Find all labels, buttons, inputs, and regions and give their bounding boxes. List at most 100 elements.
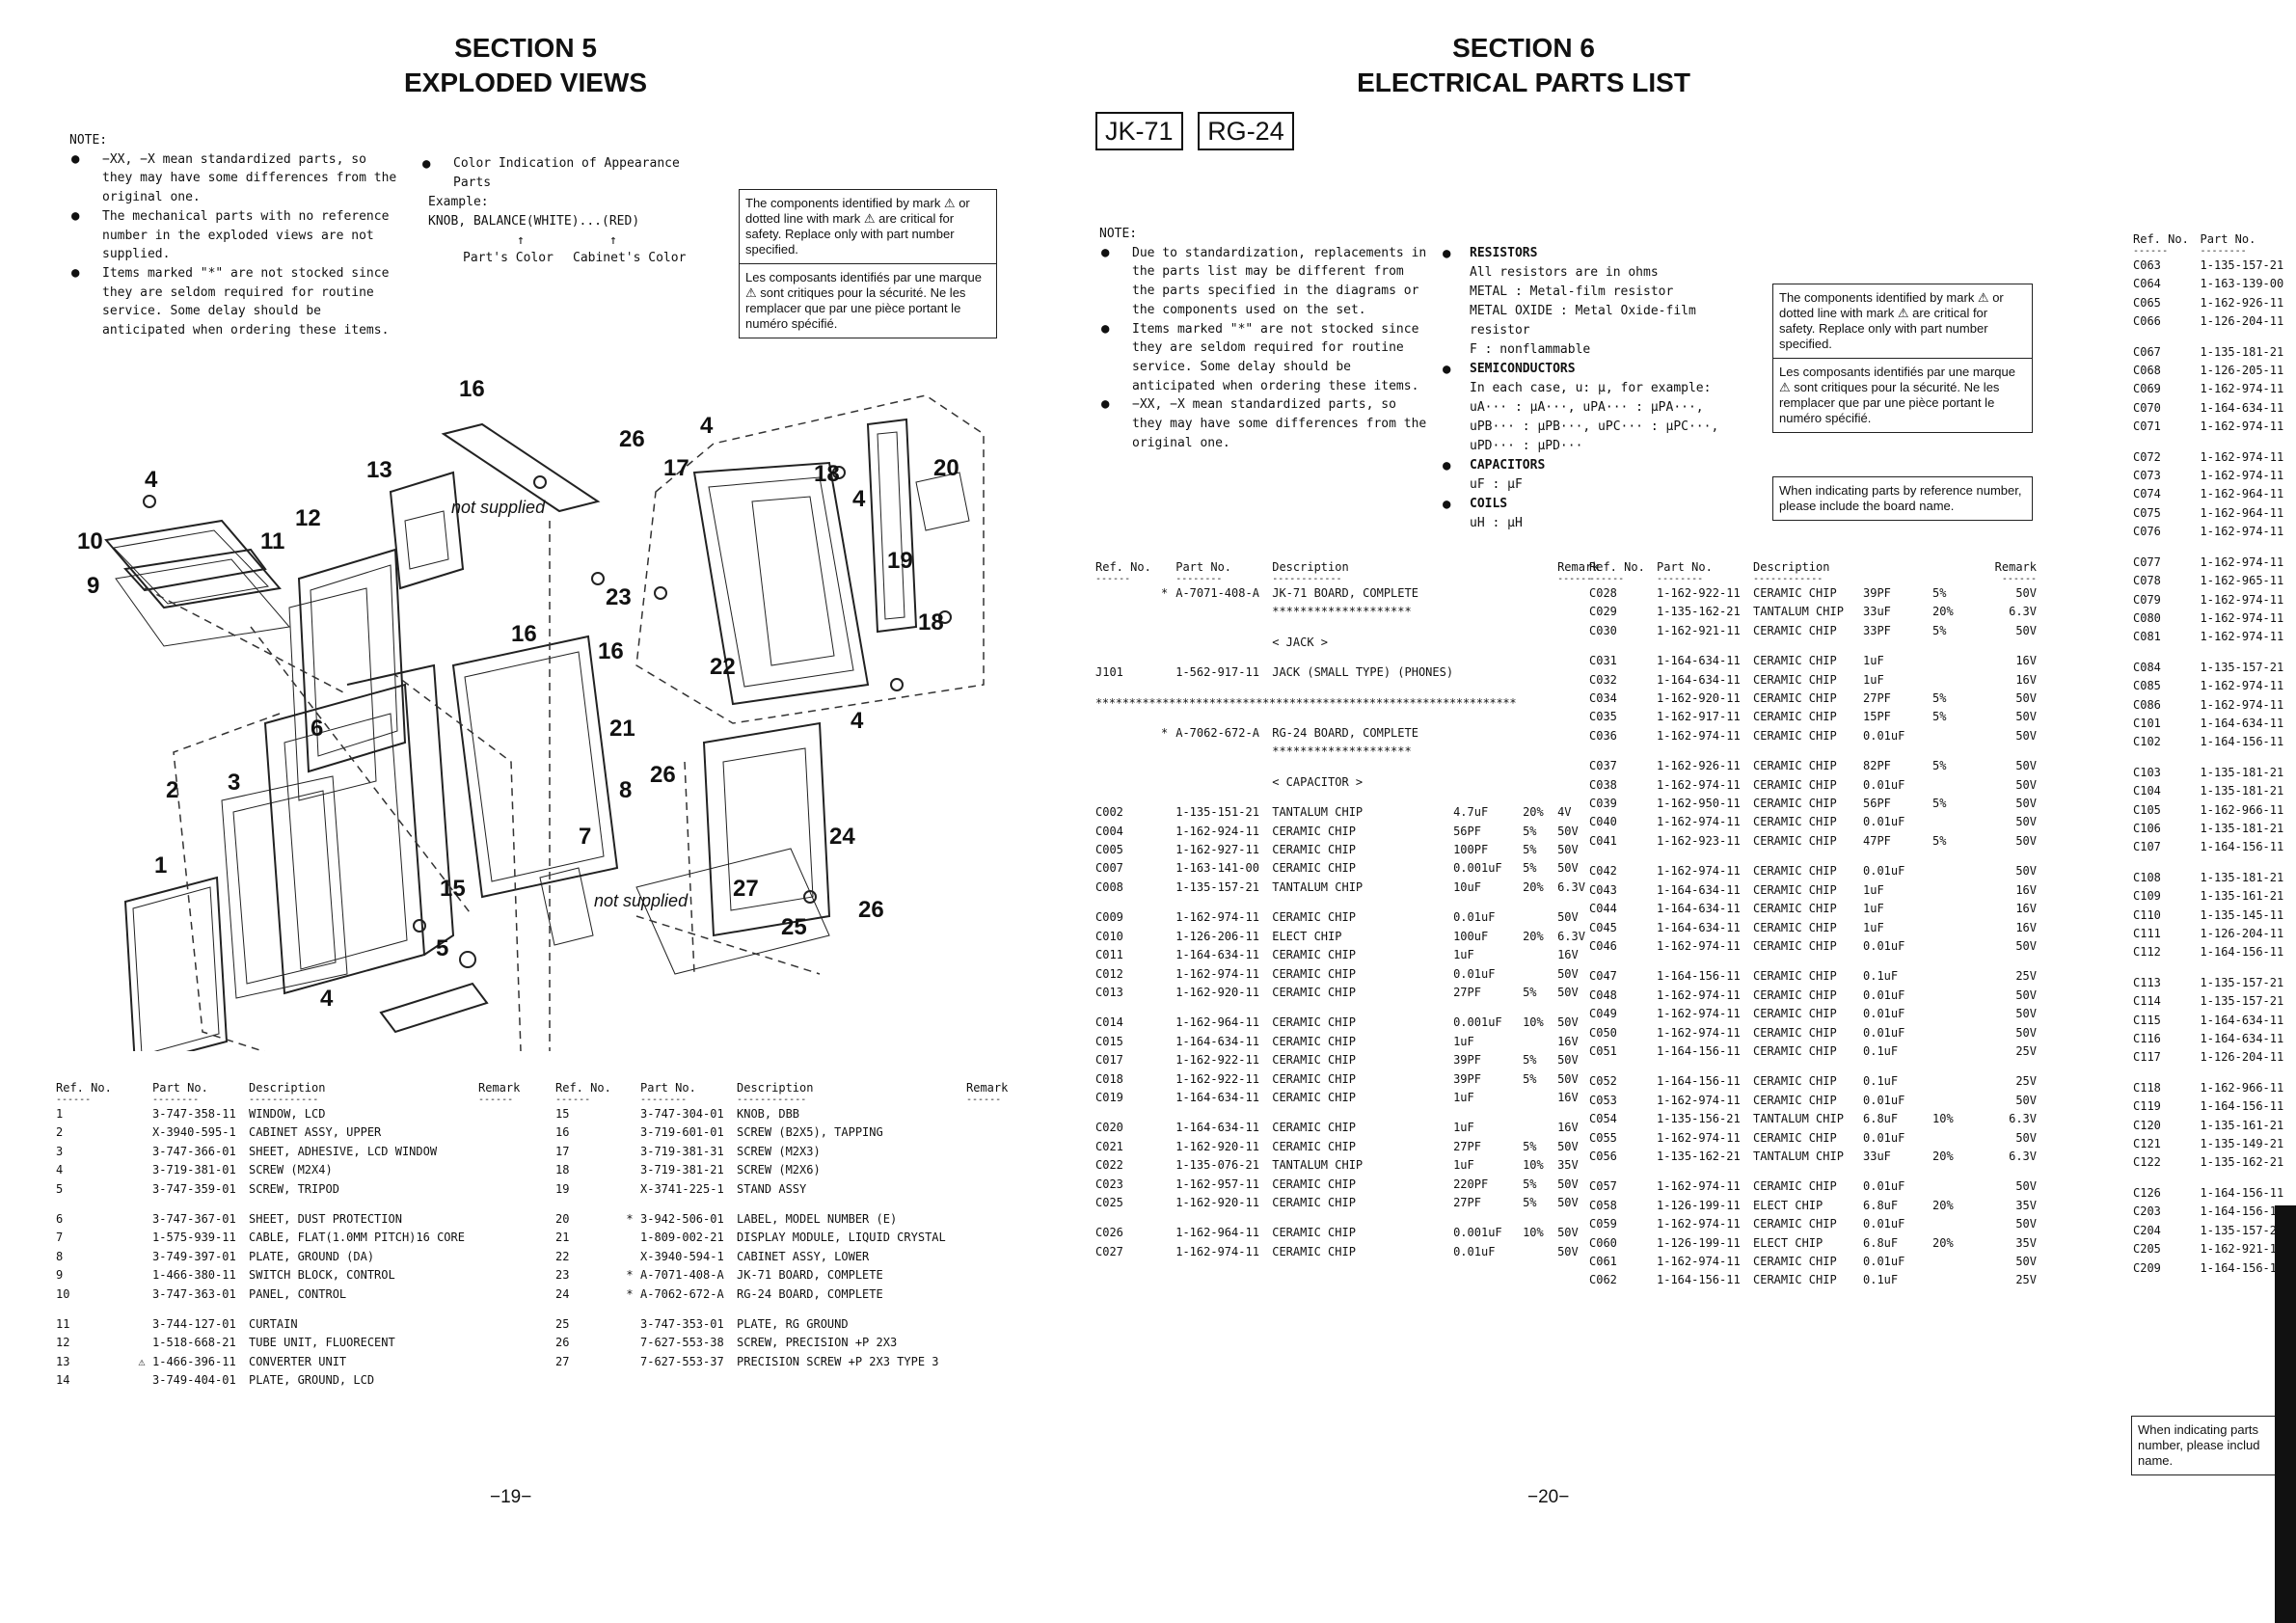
table-cell: 5% [1523, 1177, 1537, 1191]
table-cell: C049 [1589, 1007, 1617, 1021]
table-cell [966, 1285, 1018, 1304]
table-cell [1932, 776, 1969, 795]
table-cell: 20% [1932, 605, 1954, 619]
table-cell: C050 [1589, 1025, 1617, 1040]
callout-21: 21 [609, 716, 635, 742]
table-cell: 3 [56, 1144, 64, 1158]
table-cell: 9 [56, 1268, 64, 1283]
table-cell: 20 [555, 1212, 570, 1227]
callout-22: 22 [710, 654, 736, 680]
note-line: uA··· : μA···, uPA··· : μPA···, [1470, 400, 1704, 415]
board-name-notice-cut: When indicating parts number, please inc… [2131, 1416, 2296, 1475]
table-cell: 33PF [1863, 623, 1891, 637]
table-cell: 14 [56, 1373, 70, 1388]
table-cell [131, 1210, 152, 1229]
row-spacer [2133, 542, 2296, 554]
table-cell: C038 [1589, 777, 1617, 792]
table-cell: CERAMIC CHIP [1753, 1273, 1837, 1287]
table-cell: C040 [1589, 815, 1617, 829]
table-cell [478, 1334, 536, 1352]
table-cell [1523, 743, 1557, 761]
table-cell: * [1161, 726, 1169, 741]
table-cell: 12 [56, 1336, 70, 1350]
table-cell: A-7071-408-A [640, 1268, 724, 1283]
col-header-ref: Ref. No. [56, 1081, 112, 1095]
table-cell: 1-135-181-21 [2200, 765, 2284, 779]
table-cell [1523, 773, 1557, 792]
table-cell: 1-126-204-11 [2200, 927, 2284, 940]
table-cell: 8 [56, 1249, 64, 1263]
table-cell [1523, 1089, 1557, 1107]
bullet-icon: ● [1443, 497, 1451, 512]
table-cell: 1-162-974-11 [1657, 1025, 1741, 1040]
table-cell [131, 1229, 152, 1247]
table-cell [1161, 1224, 1175, 1242]
row-spacer [1589, 956, 2037, 967]
table-cell: 10% [1523, 1226, 1544, 1240]
table-cell: C112 [2133, 945, 2161, 960]
table-cell: CERAMIC CHIP [1753, 672, 1837, 687]
table-cell: 1-164-634-11 [1657, 920, 1741, 934]
table-cell: 1-164-156-11 [2200, 1099, 2284, 1114]
note-label: NOTE: [69, 133, 108, 148]
table-cell [619, 1353, 640, 1371]
table-cell: C077 [2133, 555, 2161, 569]
table-cell: 1-164-634-11 [2200, 716, 2284, 730]
color-note-line: Color Indication of Appearance Parts [453, 156, 680, 190]
table-cell [1161, 823, 1175, 841]
table-cell [1175, 743, 1272, 761]
table-cell: C007 [1095, 861, 1123, 876]
table-cell: 13 [56, 1354, 70, 1368]
table-cell: 16 [555, 1125, 570, 1140]
table-cell: 1-162-974-11 [1175, 910, 1259, 925]
table-cell: 19 [555, 1181, 570, 1196]
section-title: EXPLODED VIEWS [403, 68, 648, 97]
callout-18: 18 [918, 609, 944, 636]
table-cell: 5% [1523, 1195, 1537, 1209]
table-cell [1523, 946, 1557, 964]
table-cell: 1uF [1863, 902, 1884, 916]
table-cell: 33uF [1863, 605, 1891, 619]
table-cell: 3-749-397-01 [152, 1249, 236, 1263]
table-cell [1161, 1014, 1175, 1032]
table-cell: 50V [1557, 843, 1579, 857]
table-cell: * [626, 1268, 634, 1283]
table-cell: 4.7uF [1453, 805, 1489, 820]
table-cell: 1-164-634-11 [2200, 400, 2284, 415]
table-cell: 20% [1523, 879, 1544, 894]
table-cell: 1-135-145-11 [2200, 907, 2284, 922]
table-cell [1161, 984, 1175, 1002]
table-cell: 25 [555, 1317, 570, 1332]
table-cell: * [626, 1286, 634, 1301]
table-cell: C107 [2133, 840, 2161, 854]
table-cell: 3-747-304-01 [640, 1107, 724, 1121]
row-spacer [2133, 1173, 2296, 1184]
table-cell: 20% [1932, 1149, 1954, 1163]
table-cell [619, 1315, 640, 1334]
table-cell: 1-164-634-11 [2200, 1032, 2284, 1046]
table-cell: SCREW (M2X6) [737, 1163, 821, 1177]
table-cell: C063 [2133, 258, 2161, 272]
table-cell: 0.01uF [1453, 910, 1496, 925]
section-number: SECTION 5 [454, 33, 597, 63]
table-cell: 15 [555, 1107, 570, 1121]
table-cell: CABINET ASSY, LOWER [737, 1249, 870, 1263]
callout-14: 16 [459, 376, 485, 402]
table-cell [966, 1210, 1018, 1229]
